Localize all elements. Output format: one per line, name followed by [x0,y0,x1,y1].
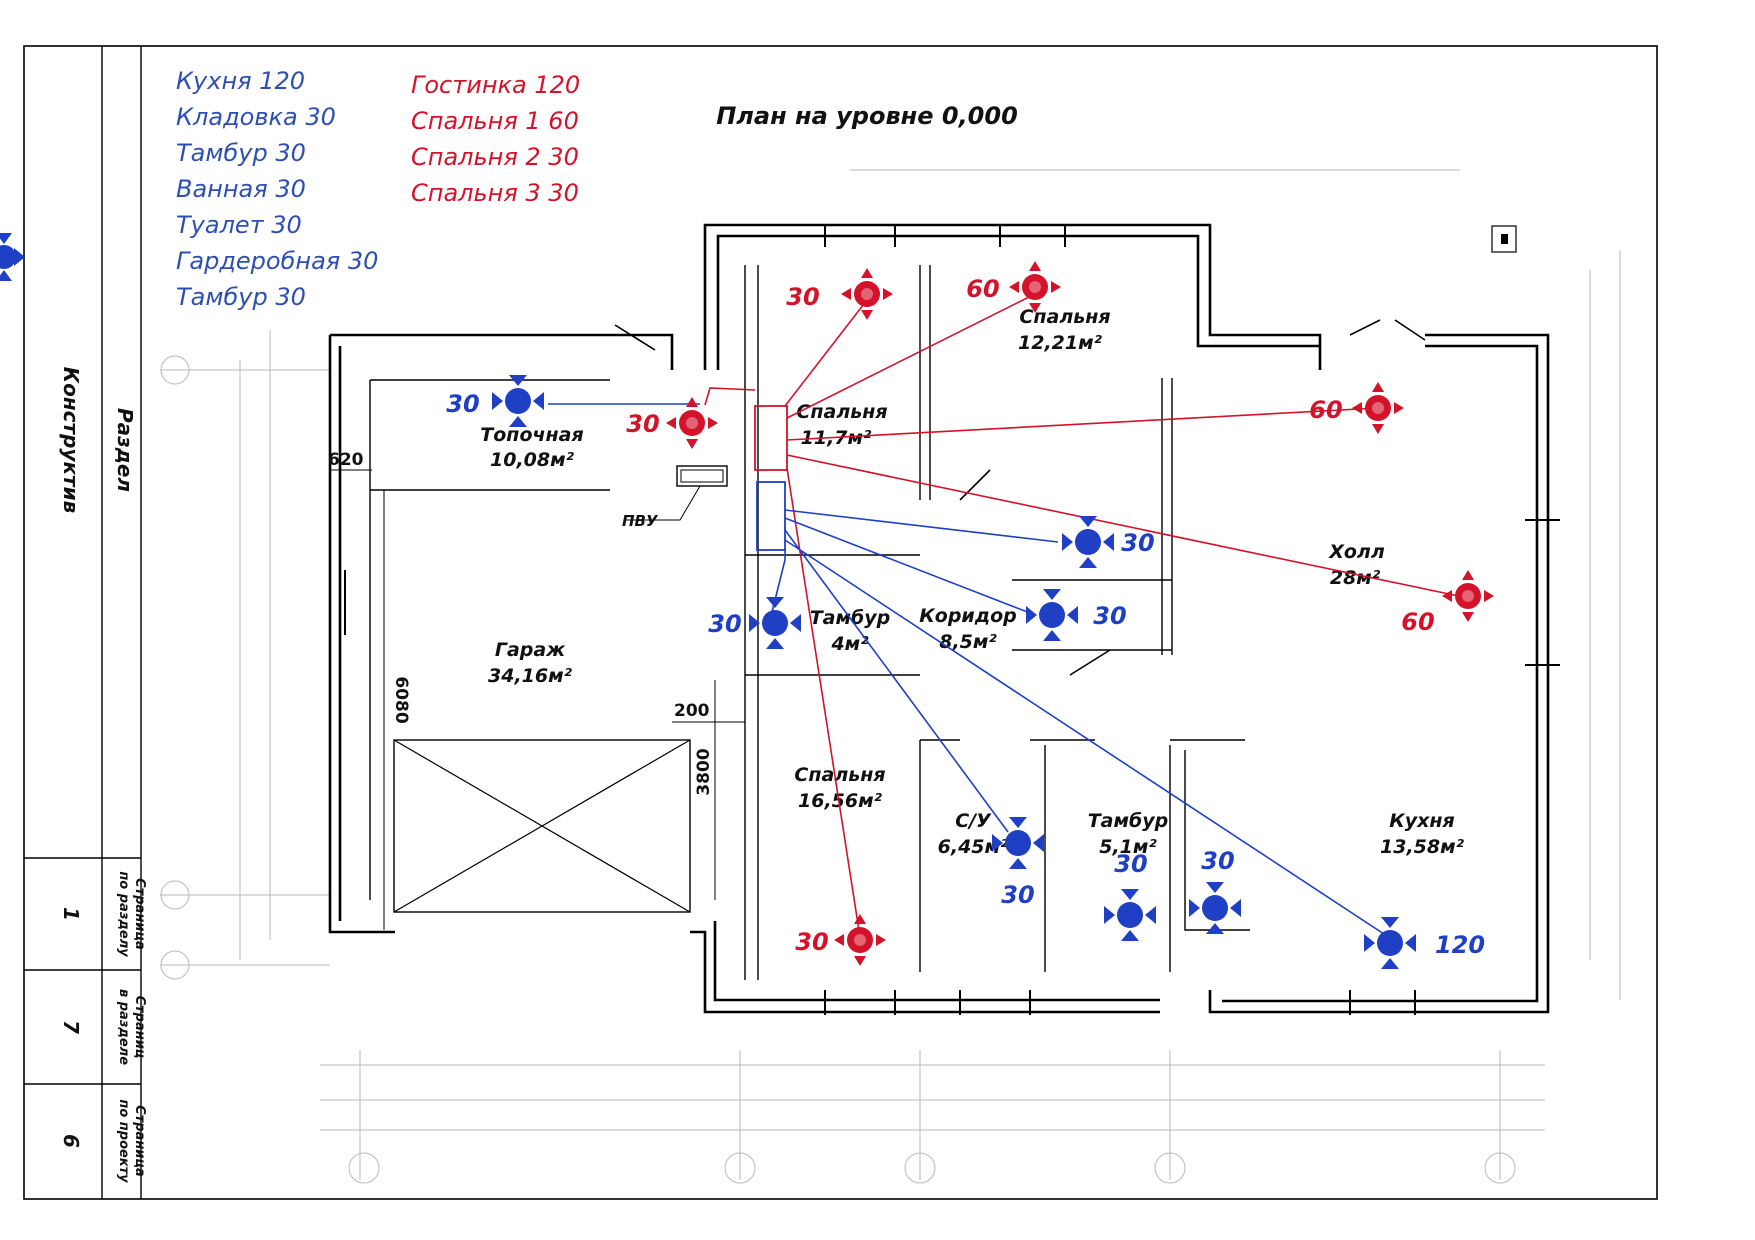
flow-value: 30 [1001,881,1034,909]
dimension-value: 6080 [391,676,411,723]
legend-supply-item: Туалет 30 [176,211,302,239]
room-name: Спальня [1019,306,1110,328]
exhaust-diffuser-icon [1442,570,1494,622]
room-area: 4м² [830,633,869,655]
title-block-page-label: Страницапо разделу [116,871,147,957]
room-name: С/У [955,810,992,832]
legend-rooms: Гостинка 120 Спальня 1 60 Спальня 2 30 С… [411,71,580,207]
room-name: Тамбур [1088,810,1169,832]
plan-title: План на уровне 0,000 [716,102,1018,130]
building-walls [328,223,1560,1015]
legend-supply-item: Гардеробная 30 [176,247,378,275]
flow-value: 30 [708,610,741,638]
flow-value: 60 [966,275,999,303]
room-name: Спальня [794,764,885,786]
legend-supply: Кухня 120 Кладовка 30 Тамбур 30 Ванная 3… [176,67,378,311]
legend-supply-item: Тамбур 30 [176,139,306,167]
supply-diffuser-icon [1104,889,1156,941]
room-area: 12,21м² [1018,332,1103,354]
red-duct-lines [704,293,1469,938]
title-block-pages-label: Страницв разделе [116,989,147,1065]
dimension-labels: 620 6080 200 3800 [328,450,745,930]
partial-diffuser-icon [0,233,25,281]
flow-value: 30 [1201,847,1234,875]
supply-diffuser-icon [1364,917,1416,969]
room-area: 10,08м² [490,449,575,471]
room-name: Спальня [796,401,887,423]
supply-diffuser-icon [1189,882,1241,934]
flow-value: 30 [1114,850,1147,878]
exhaust-duct-box [754,405,788,471]
exhaust-flow-values: 30 60 30 60 60 30 [626,275,1434,956]
title-block-pages-value: 7 [59,1020,83,1034]
flow-value: 60 [1401,608,1434,636]
dimension-value: 200 [674,701,710,721]
legend-room-item: Гостинка 120 [411,71,580,99]
flow-value: 30 [626,410,659,438]
room-area: 13,58м² [1380,836,1465,858]
supply-flow-values: 30 30 30 30 30 30 30 120 [446,390,1485,959]
legend-supply-item: Ванная 30 [176,175,306,203]
supply-duct-box [756,481,786,551]
flow-value: 30 [786,283,819,311]
sheet-frame [23,45,1658,1200]
room-area: 34,16м² [488,665,573,687]
dimension-value: 3800 [694,748,714,795]
title-block-page-value: 1 [59,907,83,921]
legend-room-item: Спальня 1 60 [411,107,579,135]
flow-value: 30 [1093,602,1126,630]
flow-value: 30 [446,390,479,418]
dimension-value: 620 [328,450,364,470]
flow-value: 30 [1121,529,1154,557]
room-area: 6,45м² [938,836,1009,858]
title-block-project-label: Страницапо проекту [116,1099,147,1183]
supply-diffuser-icon [492,375,544,427]
room-name: Коридор [919,605,1017,627]
legend-supply-item: Тамбур 30 [176,283,306,311]
room-area: 8,5м² [939,631,997,653]
room-name: Топочная [480,424,583,446]
title-block-konstruktiv: Конструктив [59,367,83,514]
supply-diffuser-icon [1062,516,1114,568]
legend-room-item: Спальня 2 30 [411,143,579,171]
supply-diffusers [492,375,1416,969]
room-area: 16,56м² [798,790,883,812]
supply-diffuser-icon [749,597,801,649]
supply-diffuser-icon [1026,589,1078,641]
room-name: Кухня [1389,810,1455,832]
flow-value: 30 [795,928,828,956]
room-name: Холл [1328,541,1385,563]
exhaust-diffuser-icon [834,914,886,966]
blue-duct-lines [548,403,1391,939]
legend-supply-item: Кухня 120 [176,67,305,95]
supply-diffuser-icon [992,817,1044,869]
title-block-project-value: 6 [59,1134,83,1148]
room-labels: Топочная 10,08м² Спальня 11,7м² Спальня … [480,306,1464,858]
background-grid [160,169,1621,1184]
flow-value: 120 [1435,931,1485,959]
exhaust-diffuser-icon [841,268,893,320]
exhaust-diffuser-icon [1352,382,1404,434]
flow-value: 60 [1309,396,1342,424]
room-area: 28м² [1330,567,1381,589]
room-area: 5,1м² [1099,836,1157,858]
legend-room-item: Спальня 3 30 [411,179,579,207]
title-block-razdel: Раздел [113,408,137,492]
pvu-label: ПВУ [622,512,659,530]
room-name: Гараж [495,639,566,661]
exhaust-diffusers [666,261,1494,966]
legend-supply-item: Кладовка 30 [176,103,336,131]
